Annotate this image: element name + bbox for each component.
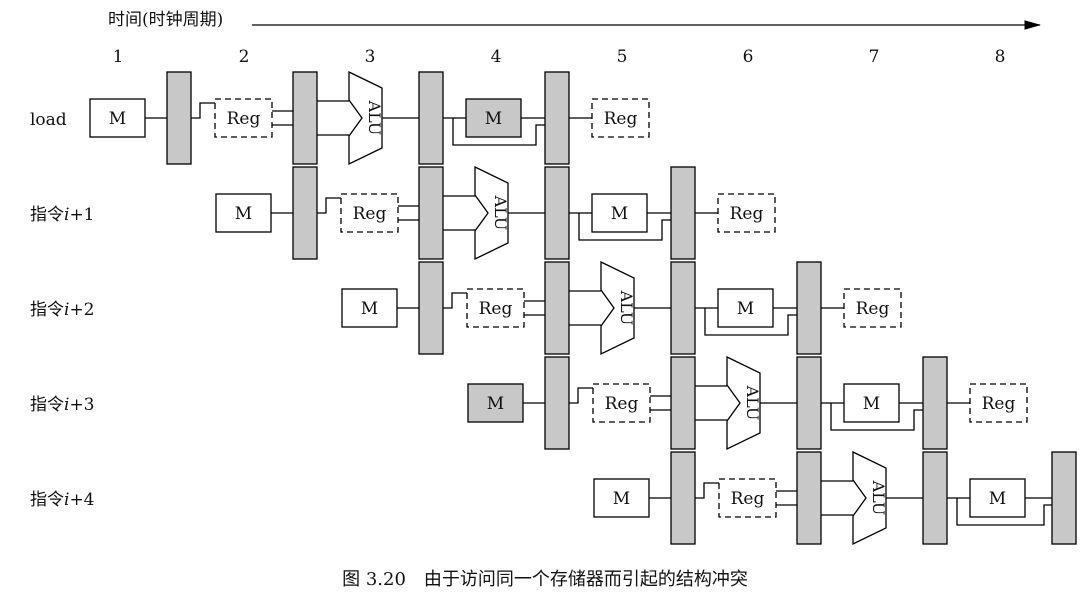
data-memory — [843, 383, 900, 423]
row-labels: load 指令i+1 指令i+2 指令i+3 指令i+4 — [30, 110, 95, 510]
register-file-write — [843, 288, 902, 328]
cycle-label-6: 6 — [743, 47, 754, 67]
pipeline-register-id-ex — [418, 166, 444, 260]
row-label-0: load — [30, 110, 67, 130]
register-file-read — [466, 288, 525, 328]
register-file-write — [591, 98, 650, 138]
register-file-read-label: Reg — [227, 109, 261, 129]
instruction-memory-label: M — [109, 109, 126, 129]
pipeline-row-0: M Reg ALU M Reg — [89, 70, 650, 166]
data-memory — [969, 478, 1026, 518]
instruction-memory-label: M — [235, 204, 252, 224]
time-axis-title: 时间(时钟周期) — [108, 10, 223, 30]
pipeline-register-if-id — [166, 71, 192, 165]
cycle-labels: 1 2 3 4 5 6 7 8 — [113, 47, 1006, 67]
alu-label: ALU — [743, 385, 762, 421]
register-file-write — [717, 193, 776, 233]
figure-caption: 图 3.20 由于访问同一个存储器而引起的结构冲突 — [342, 569, 748, 590]
data-memory-label: M — [611, 204, 628, 224]
data-memory-label: M — [485, 109, 502, 129]
register-file-read — [718, 478, 777, 518]
register-file-write-label: Reg — [856, 299, 890, 319]
register-file-read-label: Reg — [479, 299, 513, 319]
pipeline-row-4: M Reg ALU M — [593, 450, 1077, 546]
alu-label: ALU — [869, 480, 888, 516]
data-memory-label: M — [737, 299, 754, 319]
instruction-memory-label: M — [361, 299, 378, 319]
register-file-write-label: Reg — [982, 394, 1016, 414]
register-file-read-label: Reg — [605, 394, 639, 414]
data-memory-label: M — [863, 394, 880, 414]
alu-shape — [600, 260, 635, 356]
row-label-1: 指令i+1 — [30, 205, 95, 225]
pipeline-register-ex-mem — [418, 71, 444, 165]
cycle-label-1: 1 — [113, 47, 124, 67]
instruction-memory — [215, 193, 272, 233]
alu-shape — [348, 70, 383, 166]
pipeline-register-if-id — [670, 451, 696, 545]
pipeline-register-mem-wb — [796, 261, 822, 355]
pipeline-register-ex-mem — [544, 166, 570, 260]
data-memory-label: M — [989, 489, 1006, 509]
cycle-label-4: 4 — [491, 47, 502, 67]
pipeline-row-3: M Reg ALU M Reg — [467, 355, 1028, 451]
alu-shape — [726, 355, 761, 451]
pipeline-register-id-ex — [796, 451, 822, 545]
pipeline-register-mem-wb — [1051, 451, 1077, 545]
alu-label: ALU — [491, 195, 510, 231]
pipeline-register-mem-wb — [544, 71, 570, 165]
data-memory — [465, 98, 522, 138]
pipeline-register-if-id — [544, 356, 570, 450]
pipeline-register-id-ex — [544, 261, 570, 355]
register-file-write-label: Reg — [730, 204, 764, 224]
alu-shape — [852, 450, 887, 546]
pipeline-register-mem-wb — [922, 356, 948, 450]
pipeline-register-ex-mem — [796, 356, 822, 450]
pipeline-register-if-id — [418, 261, 444, 355]
pipeline-register-ex-mem — [670, 261, 696, 355]
pipeline-register-if-id — [292, 166, 318, 260]
alu-shape — [474, 165, 509, 261]
register-file-read — [214, 98, 273, 138]
pipeline-register-id-ex — [670, 356, 696, 450]
row-label-3: 指令i+3 — [30, 395, 95, 415]
pipeline-row-2: M Reg ALU M Reg — [341, 260, 902, 356]
instruction-memory-label: M — [613, 489, 630, 509]
instruction-memory — [467, 383, 524, 423]
cycle-label-8: 8 — [995, 47, 1006, 67]
cycle-label-2: 2 — [239, 47, 250, 67]
alu-label: ALU — [617, 290, 636, 326]
register-file-read-label: Reg — [353, 204, 387, 224]
instruction-memory-label: M — [487, 394, 504, 414]
cycle-label-5: 5 — [617, 47, 628, 67]
row-label-4: 指令i+4 — [30, 490, 95, 510]
cycle-label-7: 7 — [869, 47, 880, 67]
row-label-2: 指令i+2 — [30, 300, 95, 320]
register-file-read — [592, 383, 651, 423]
pipeline-register-id-ex — [292, 71, 318, 165]
alu-label: ALU — [365, 100, 384, 136]
register-file-write — [969, 383, 1028, 423]
pipeline-register-mem-wb — [670, 166, 696, 260]
register-file-write-label: Reg — [604, 109, 638, 129]
register-file-read — [340, 193, 399, 233]
pipeline-register-ex-mem — [922, 451, 948, 545]
data-memory — [591, 193, 648, 233]
pipeline-row-1: M Reg ALU M Reg — [215, 165, 776, 261]
cycle-label-3: 3 — [365, 47, 376, 67]
instruction-memory — [593, 478, 650, 518]
register-file-read-label: Reg — [731, 489, 765, 509]
